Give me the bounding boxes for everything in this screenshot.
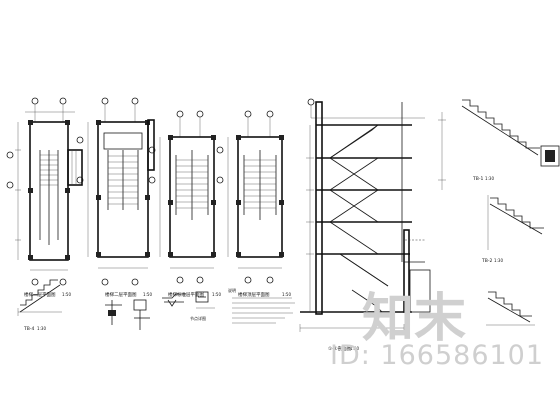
- detail-tb2-scale: 1:30: [494, 258, 503, 263]
- stair-plan-3: 楼梯标准层平面图 1:50: [148, 110, 221, 298]
- watermark-id: ID: 166586101: [330, 340, 545, 371]
- plan-4-title: 楼梯顶层平面图: [238, 291, 270, 298]
- section-scale: 1:50: [350, 346, 359, 351]
- detail-tb1-title: TB-1: [472, 176, 483, 182]
- plan-4-scale: 1:50: [282, 292, 291, 297]
- plan-3-scale: 1:50: [212, 292, 221, 297]
- node-detail-title: 节点详图: [190, 315, 206, 321]
- notes-title: 说明: [228, 287, 236, 293]
- plan-2-scale: 1:50: [143, 292, 152, 297]
- plan-2-title: 楼梯二层平面图: [105, 291, 137, 298]
- plan-1-scale: 1:50: [62, 292, 71, 297]
- plan-1-title: 楼梯一层平面图: [24, 291, 56, 298]
- stair-plan-4: 楼梯顶层平面图 1:50: [216, 110, 291, 298]
- stair-plan-2: 楼梯二层平面图 1:50: [76, 97, 155, 298]
- detail-tb1-scale: 1:30: [485, 176, 494, 181]
- detail-tb4-title: TB-4: [23, 326, 34, 332]
- stair-detail-tb4: TB-4 1:30: [17, 279, 62, 332]
- stair-section: ①-①剖面图 1:50: [299, 98, 431, 352]
- detail-tb4-scale: 1:30: [37, 326, 46, 331]
- plan-3-title: 楼梯标准层平面图: [168, 291, 204, 298]
- stair-detail-tb3: [486, 291, 535, 326]
- stair-plan-1: 楼梯一层平面图 1:50: [6, 97, 83, 298]
- node-details: 节点详图: [105, 291, 215, 330]
- general-notes: 说明: [228, 287, 295, 324]
- detail-tb2-title: TB-2: [481, 258, 492, 264]
- stair-detail-tb2: TB-2 1:30: [481, 195, 544, 264]
- section-title: ①-①剖面图: [328, 345, 352, 352]
- watermark-logo-text: 知末: [362, 289, 466, 349]
- stair-detail-tb1: TB-1 1:30: [438, 99, 560, 190]
